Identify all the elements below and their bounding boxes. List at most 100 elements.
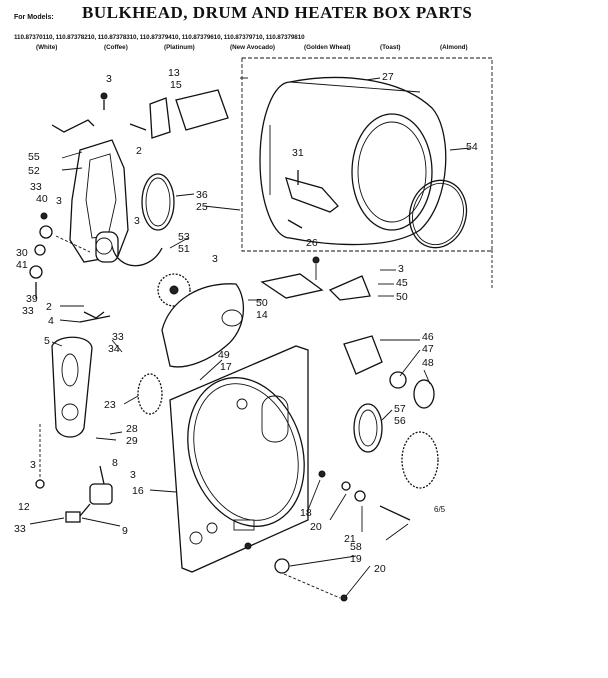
label-33b: 33 bbox=[22, 305, 34, 317]
screw-3a bbox=[100, 92, 108, 100]
label-8: 8 bbox=[112, 457, 118, 469]
diagram-title: BULKHEAD, DRUM AND HEATER BOX PARTS bbox=[82, 3, 473, 22]
label-3e: 3 bbox=[30, 459, 36, 471]
label-25: 25 bbox=[196, 201, 208, 213]
label-16: 16 bbox=[132, 485, 144, 497]
filter-56 bbox=[401, 431, 439, 489]
label-4: 4 bbox=[48, 315, 54, 327]
label-40: 40 bbox=[36, 193, 48, 205]
label-45: 45 bbox=[396, 277, 408, 289]
label-50b: 50 bbox=[256, 297, 268, 309]
label-47: 47 bbox=[422, 343, 434, 355]
label-2: 2 bbox=[136, 145, 142, 157]
label-17: 17 bbox=[220, 361, 232, 373]
label-41: 41 bbox=[16, 259, 28, 271]
label-3g: 3 bbox=[134, 215, 140, 227]
label-2b: 2 bbox=[46, 301, 52, 313]
fuse-9 bbox=[65, 511, 81, 523]
label-54: 54 bbox=[466, 141, 478, 153]
screw-12 bbox=[35, 479, 45, 489]
label-3f: 3 bbox=[130, 469, 136, 481]
color-white: (White) bbox=[36, 44, 58, 51]
label-33d: 33 bbox=[14, 523, 26, 535]
label-34: 34 bbox=[108, 343, 120, 355]
label-3b: 3 bbox=[56, 195, 62, 207]
label-56: 56 bbox=[394, 415, 406, 427]
seal-36 bbox=[141, 173, 175, 231]
label-30: 30 bbox=[16, 247, 28, 259]
screw-26 bbox=[287, 219, 303, 229]
label-31: 31 bbox=[292, 147, 304, 159]
rear-bulkhead bbox=[169, 345, 309, 573]
label-15: 15 bbox=[170, 79, 182, 91]
drum bbox=[259, 76, 447, 246]
label-3: 3 bbox=[106, 73, 112, 85]
label-26: 26 bbox=[306, 237, 318, 249]
blower-wheel bbox=[157, 273, 191, 307]
hardware-chain bbox=[244, 470, 411, 602]
drum-belt bbox=[408, 179, 468, 249]
label-9: 9 bbox=[122, 525, 128, 537]
duct-cover-5 bbox=[51, 336, 93, 438]
model-numbers: 110.87370110, 110.87378210, 110.87378310… bbox=[14, 34, 305, 41]
part-labels: 3 13 15 2 27 55 52 31 54 36 25 33 40 3 2… bbox=[14, 67, 478, 575]
color-almond: (Almond) bbox=[440, 44, 468, 51]
blower-housing bbox=[161, 283, 245, 368]
color-golden-wheat: (Golden Wheat) bbox=[304, 44, 351, 51]
label-50a: 50 bbox=[396, 291, 408, 303]
label-3c: 3 bbox=[212, 253, 218, 265]
label-29: 29 bbox=[126, 435, 138, 447]
grommet-47 bbox=[389, 371, 407, 389]
label-3d: 3 bbox=[398, 263, 404, 275]
label-20b: 20 bbox=[374, 563, 386, 575]
color-platinum: (Platinum) bbox=[164, 44, 195, 51]
for-models-label: For Models: bbox=[14, 14, 54, 21]
label-21: 21 bbox=[344, 533, 356, 545]
front-bulkhead-left bbox=[69, 139, 129, 263]
label-57: 57 bbox=[394, 403, 406, 415]
label-23: 23 bbox=[104, 399, 116, 411]
leader-lines bbox=[29, 77, 471, 597]
label-55: 55 bbox=[28, 151, 40, 163]
label-36: 36 bbox=[196, 189, 208, 201]
label-33: 33 bbox=[30, 181, 42, 193]
ring-57 bbox=[353, 403, 383, 453]
label-53: 53 bbox=[178, 231, 190, 243]
drum-baffle bbox=[285, 177, 339, 213]
label-14: 14 bbox=[256, 309, 268, 321]
filter-grill bbox=[137, 373, 163, 415]
label-39: 39 bbox=[26, 293, 38, 305]
color-coffee: (Coffee) bbox=[104, 44, 128, 51]
heater-bracket-46 bbox=[343, 335, 383, 375]
label-27: 27 bbox=[382, 71, 394, 83]
clip-53 bbox=[111, 245, 163, 267]
drum-inset-box bbox=[241, 57, 493, 252]
cover-plate bbox=[175, 89, 229, 131]
label-28: 28 bbox=[126, 423, 138, 435]
label-33c: 33 bbox=[112, 331, 124, 343]
duct-piece bbox=[260, 273, 324, 299]
page-mark: 6/5 bbox=[434, 505, 446, 514]
color-new-avocado: (New Avocado) bbox=[230, 44, 276, 51]
label-19: 19 bbox=[350, 553, 362, 565]
label-12: 12 bbox=[18, 501, 30, 513]
label-18: 18 bbox=[300, 507, 312, 519]
label-5: 5 bbox=[44, 335, 50, 347]
label-48: 48 bbox=[422, 357, 434, 369]
thermostat-8 bbox=[89, 483, 113, 505]
label-20a: 20 bbox=[310, 521, 322, 533]
color-toast: (Toast) bbox=[380, 44, 401, 51]
wire-bracket bbox=[51, 119, 95, 133]
seal-48 bbox=[413, 379, 435, 409]
label-13: 13 bbox=[168, 67, 180, 79]
label-46: 46 bbox=[422, 331, 434, 343]
duct-bracket bbox=[328, 275, 371, 301]
cover-plate-small bbox=[149, 97, 171, 139]
bracket-2-4 bbox=[79, 311, 111, 323]
left-small-parts bbox=[29, 212, 91, 298]
label-58: 58 bbox=[350, 541, 362, 553]
label-52: 52 bbox=[28, 165, 40, 177]
label-49: 49 bbox=[218, 349, 230, 361]
label-51: 51 bbox=[178, 243, 190, 255]
